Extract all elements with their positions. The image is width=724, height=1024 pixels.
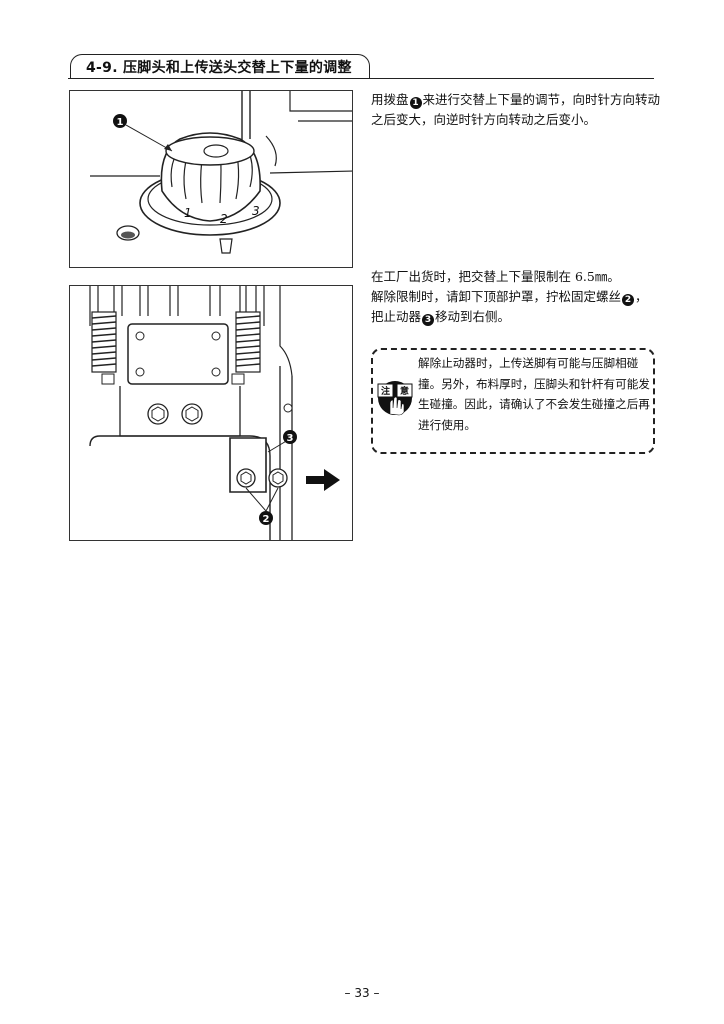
section2-line1: 在工厂出货时，把交替上下量限制在 6.5㎜。 xyxy=(371,269,620,284)
section2-text: 在工厂出货时，把交替上下量限制在 6.5㎜。 解除限制时，请卸下顶部护罩，拧松固… xyxy=(371,267,661,327)
callout-3-label: 3 xyxy=(287,433,294,444)
section1-text-b: 来进行交替上下量的调节，向时针方向转动之后变大，向逆时针方向转动之后变小。 xyxy=(371,92,661,127)
caution-text: 解除止动器时，上传送脚有可能与压脚相碰撞。另外，布料厚时，压脚头和针杆有可能发生… xyxy=(418,356,650,432)
header-rule xyxy=(68,78,654,79)
dial-number-3: 3 xyxy=(252,204,260,218)
caution-char-1: 注 xyxy=(381,385,390,397)
callout-1-badge: 1 xyxy=(409,97,422,109)
caution-box: 注 意 解除止动器时，上传送脚有可能与压脚相碰撞。另外，布料厚时，压脚头和针杆有… xyxy=(371,348,655,454)
callout-1-label: 1 xyxy=(117,117,124,128)
callout-2-badge: 2 xyxy=(622,294,635,306)
dial-number-2: 2 xyxy=(220,212,228,226)
dial-figure: 1 2 3 1 xyxy=(69,90,353,268)
callout-2-label: 2 xyxy=(263,514,270,525)
section2-line3-b: 移动到右侧。 xyxy=(435,309,511,324)
caution-hand-icon: 注 意 xyxy=(377,381,413,416)
stopper-figure: 3 2 xyxy=(69,285,353,541)
dial-number-1: 1 xyxy=(184,206,192,220)
caution-char-2: 意 xyxy=(400,385,409,397)
section1-text-a: 用拨盘 xyxy=(371,92,409,107)
section-header-tab xyxy=(70,54,370,78)
section2-line2-b: ， xyxy=(635,289,648,304)
page-number: – 33 – xyxy=(344,986,380,1000)
callout-3-badge: 3 xyxy=(422,314,435,326)
section-title: 4-9. 压脚头和上传送头交替上下量的调整 xyxy=(86,60,352,76)
section2-line3-a: 把止动器 xyxy=(371,309,422,324)
section2-line2-a: 解除限制时，请卸下顶部护罩，拧松固定螺丝 xyxy=(371,289,622,304)
